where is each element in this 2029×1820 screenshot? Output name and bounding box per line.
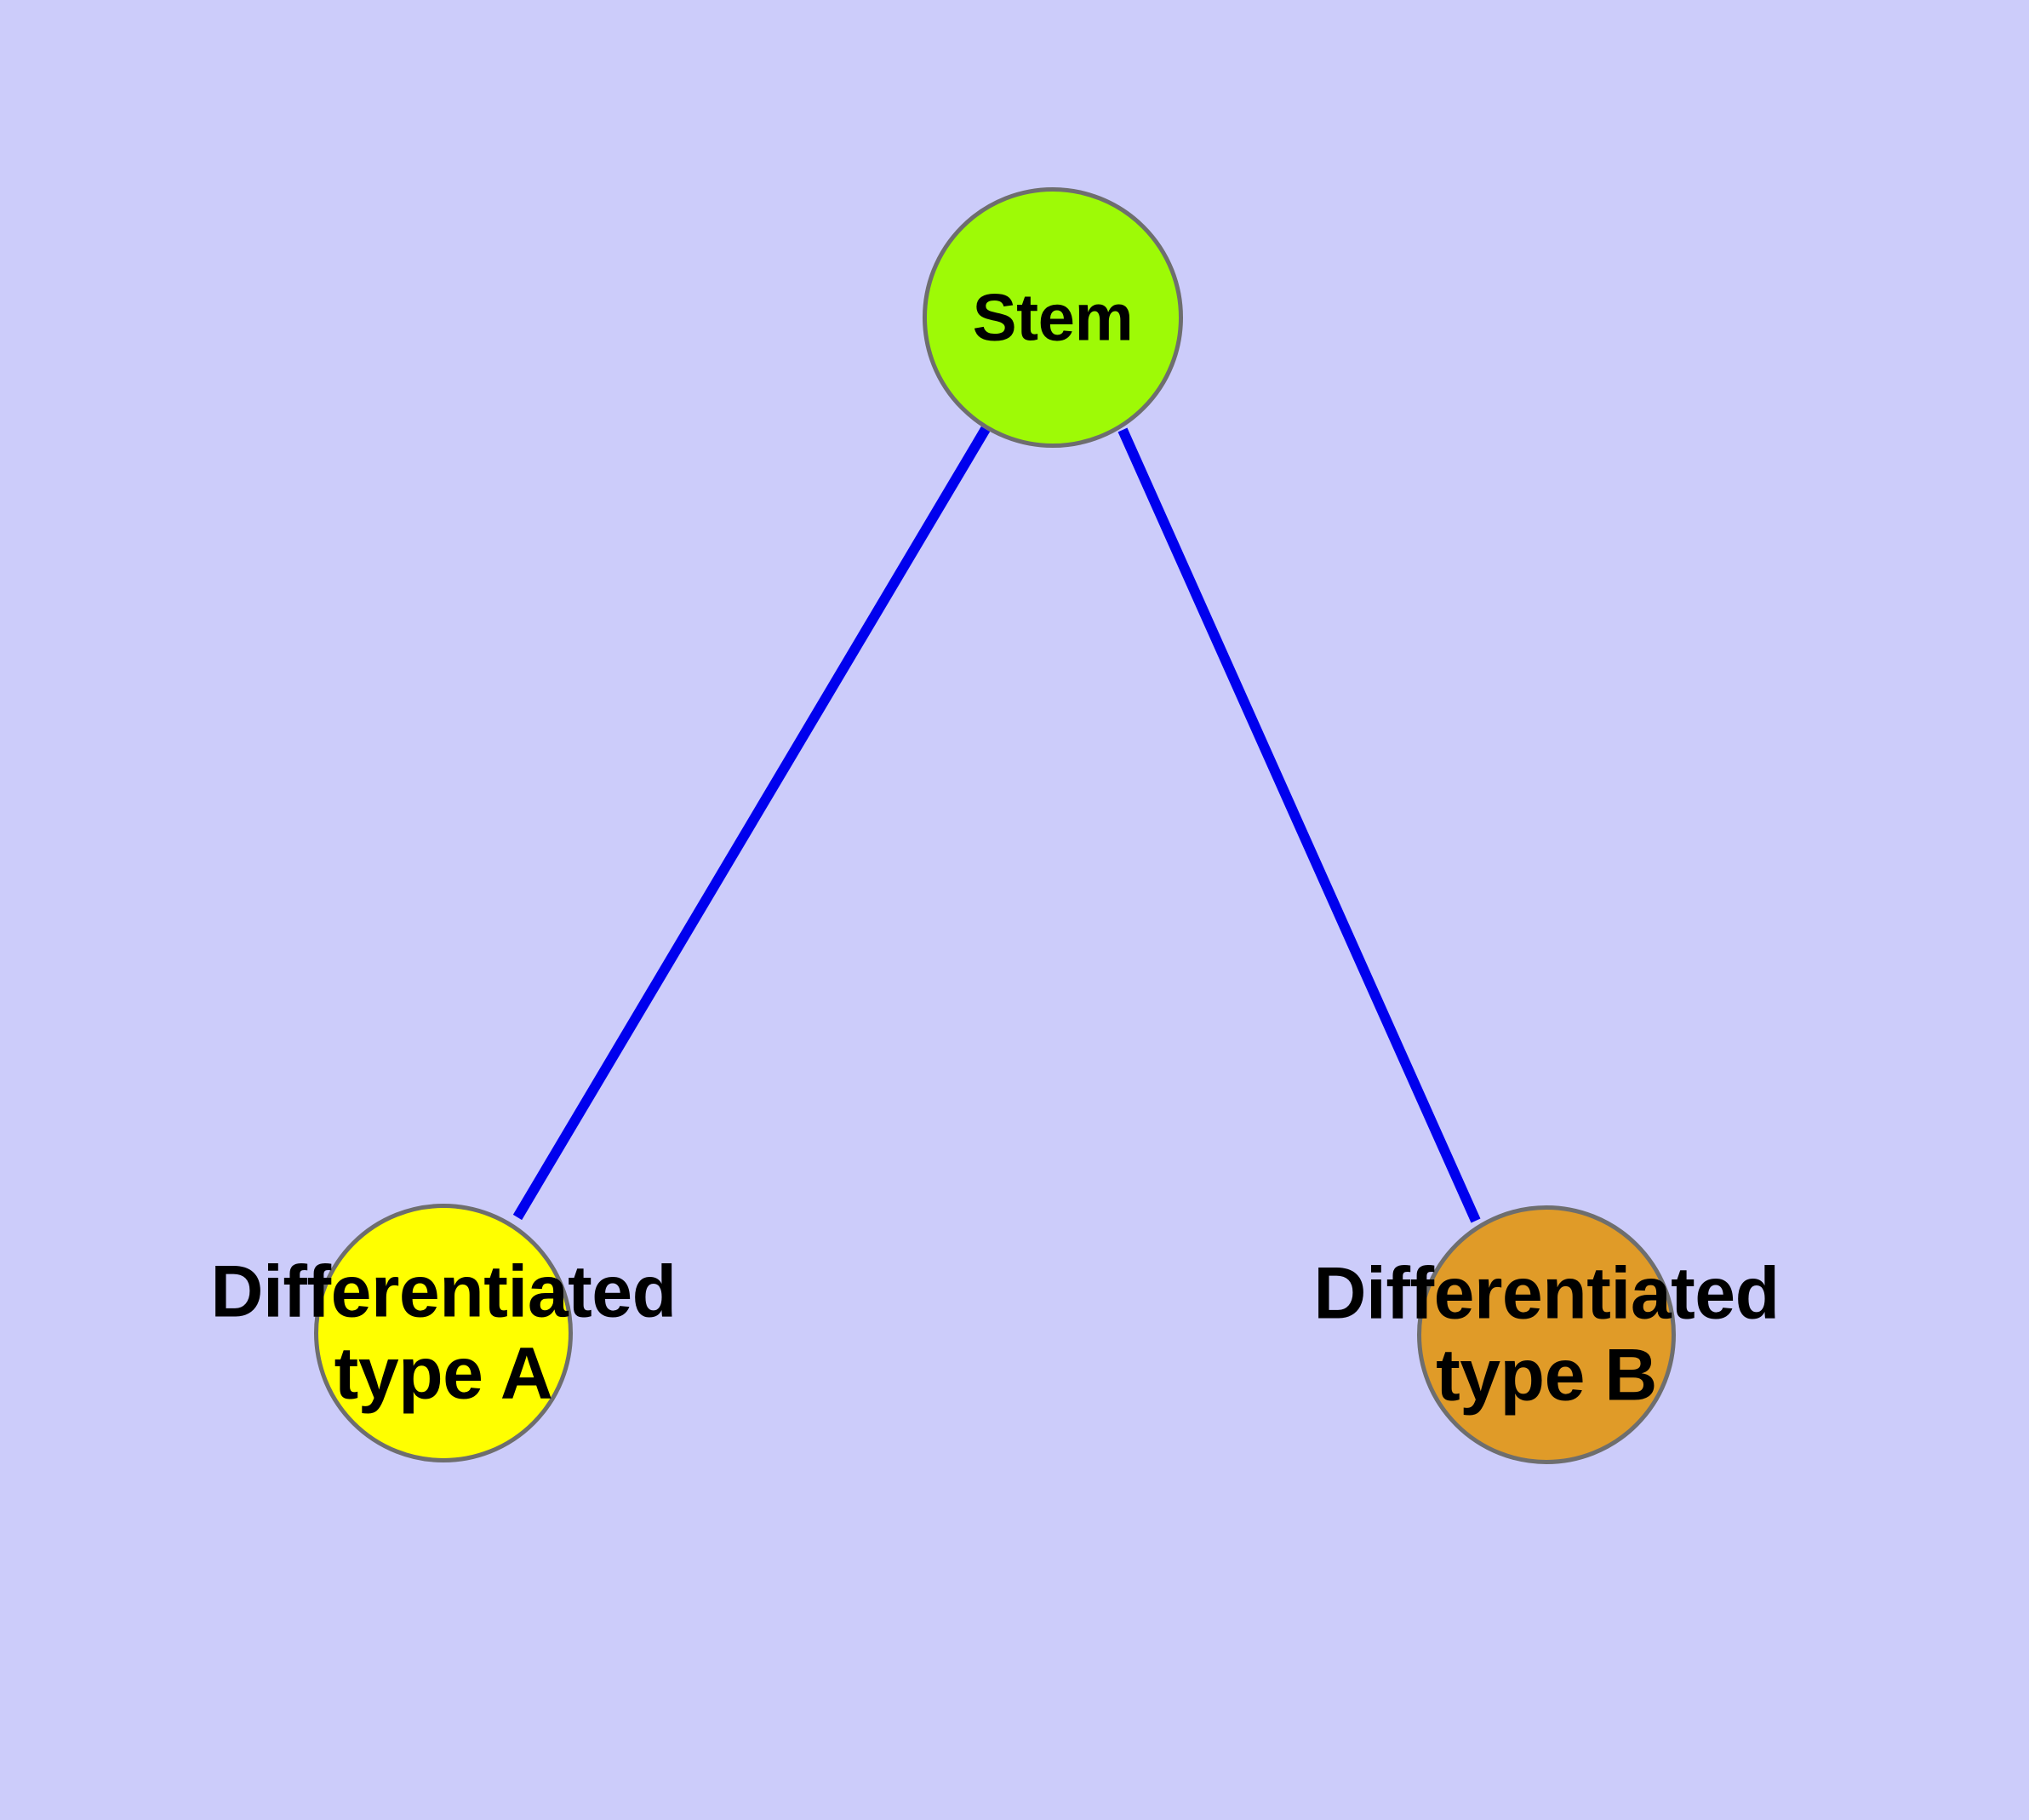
edge-stem-to-differentiated-type-a: [512, 426, 991, 1221]
node-stem[interactable]: [923, 187, 1183, 448]
edge-stem-to-differentiated-type-b: [1117, 427, 1481, 1223]
node-differentiated-type-b[interactable]: [1417, 1205, 1676, 1464]
node-differentiated-type-a[interactable]: [314, 1204, 573, 1462]
